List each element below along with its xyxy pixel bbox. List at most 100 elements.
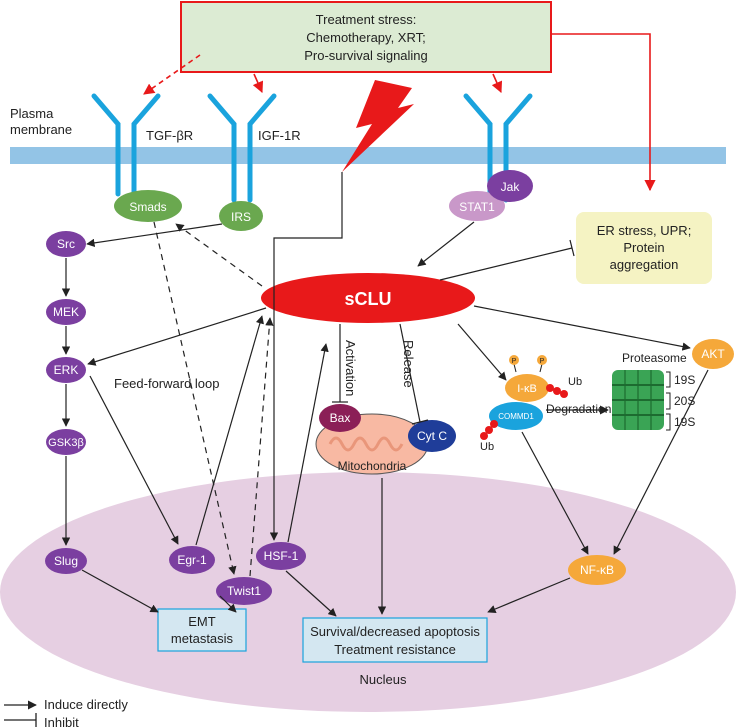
- svg-text:Cyt C: Cyt C: [417, 429, 447, 443]
- igf-1r-receptor: [207, 93, 277, 203]
- commd1-node: COMMD1: [489, 402, 543, 430]
- phospho-icon-2: P: [537, 355, 547, 373]
- nucleus-label: Nucleus: [360, 672, 407, 687]
- ub-label-1: Ub: [568, 376, 582, 388]
- emt-box: [157, 608, 247, 652]
- akt-node: AKT: [692, 339, 734, 369]
- svg-text:HSF-1: HSF-1: [264, 549, 299, 563]
- sclu-inhibits-er-stress: [439, 247, 573, 281]
- tgf-receptor-label: TGF-βR: [146, 128, 193, 143]
- svg-text:Src: Src: [57, 237, 75, 251]
- svg-text:AKT: AKT: [701, 347, 725, 361]
- degradation-label: Degradation: [546, 402, 611, 416]
- er-line3: aggregation: [610, 257, 679, 272]
- lightning-bolt-icon: [342, 80, 414, 172]
- akt-to-nfkb-arrow: [613, 369, 709, 555]
- proteasome-19s-top: 19S: [674, 373, 695, 387]
- inhibit-lines: [332, 239, 575, 425]
- erk-node: ERK: [46, 357, 86, 383]
- sclu-to-ikb-arrow: [457, 323, 507, 381]
- legend: Induce directly Inhibit: [4, 697, 128, 728]
- plasma-membrane: [10, 147, 726, 164]
- svg-text:P: P: [512, 358, 517, 365]
- proteasome-icon: [612, 370, 664, 430]
- stress-line1: Treatment stress:: [316, 12, 417, 27]
- smads-to-twist1-dashed-arrow: [153, 221, 237, 575]
- svg-text:Jak: Jak: [501, 180, 521, 194]
- legend-induce-label: Induce directly: [44, 697, 128, 712]
- survival-line1: Survival/decreased apoptosis: [310, 624, 480, 639]
- dashed-arrows: [153, 221, 274, 577]
- feed-forward-label: Feed-forward loop: [114, 376, 220, 391]
- sclu-node: sCLU: [261, 273, 475, 323]
- cytc-node: Cyt C: [408, 420, 456, 452]
- proteasome-19s-bottom: 19S: [674, 415, 695, 429]
- svg-text:GSK3β: GSK3β: [48, 437, 84, 449]
- tgf-beta-receptor: [91, 93, 161, 197]
- sclu-inhibits-cytc: [399, 323, 421, 423]
- emt-line2: metastasis: [171, 631, 234, 646]
- bax-node: Bax: [319, 404, 361, 432]
- stress-line2: Chemotherapy, XRT;: [306, 30, 425, 45]
- activation-label: Activation: [343, 340, 358, 396]
- twist1-to-emt-arrow: [219, 595, 237, 613]
- twist1-node: Twist1: [216, 577, 272, 605]
- ubiquitin-chain-icon-2: [480, 420, 498, 440]
- mek-node: MEK: [46, 299, 86, 325]
- ub-label-2: Ub: [480, 441, 494, 453]
- hsf1-node: HSF-1: [256, 542, 306, 570]
- svg-text:MEK: MEK: [53, 305, 79, 319]
- hsf1-to-sclu-arrow: [287, 343, 329, 543]
- slug-to-emt-arrow: [81, 569, 159, 613]
- svg-text:COMMD1: COMMD1: [498, 412, 534, 421]
- src-node: Src: [46, 231, 86, 257]
- svg-text:NF-κB: NF-κB: [580, 563, 614, 577]
- proteasome-label: Proteasome: [622, 351, 687, 365]
- stress-to-igf-arrow: [252, 73, 264, 94]
- commd1-to-nfkb-arrow: [521, 431, 589, 555]
- nfkb-to-survival-arrow: [487, 577, 571, 613]
- svg-text:Bax: Bax: [330, 411, 351, 425]
- svg-text:P: P: [540, 358, 545, 365]
- slug-node: Slug: [45, 548, 87, 574]
- proteasome-brackets: [666, 371, 671, 431]
- stress-to-er-arrow: [551, 33, 656, 192]
- ubiquitin-chain-icon-1: [546, 384, 568, 398]
- irs-node: IRS: [219, 201, 263, 231]
- nucleus-ellipse: [0, 472, 736, 712]
- er-line1: ER stress, UPR;: [597, 223, 692, 238]
- sclu-to-smads-dashed-arrow: [175, 223, 263, 287]
- membrane-label-line2: membrane: [10, 122, 72, 137]
- ikb-node: I-κB: [505, 374, 549, 402]
- svg-text:Smads: Smads: [129, 200, 166, 214]
- igf-receptor-label: IGF-1R: [258, 128, 301, 143]
- smads-node: Smads: [114, 190, 182, 222]
- induce-arrows: [61, 172, 709, 617]
- egr1-to-sclu-arrow: [195, 315, 264, 546]
- svg-text:I-κB: I-κB: [517, 383, 537, 395]
- svg-text:Twist1: Twist1: [227, 584, 261, 598]
- membrane-label-line1: Plasma: [10, 106, 54, 121]
- irs-to-src-arrow: [86, 223, 223, 248]
- svg-text:sCLU: sCLU: [344, 289, 391, 309]
- emt-line1: EMT: [188, 614, 216, 629]
- svg-text:STAT1: STAT1: [459, 200, 495, 214]
- svg-text:Mitochondria: Mitochondria: [338, 459, 407, 473]
- sclu-to-erk-arrow: [87, 307, 267, 366]
- er-line2: Protein: [623, 240, 664, 255]
- hsf1-to-survival-arrow: [285, 570, 337, 617]
- er-stress-box: [576, 212, 712, 284]
- jak-node: Jak: [487, 170, 533, 202]
- erk-to-egr1-arrow: [89, 375, 179, 545]
- treatment-stress-box: [180, 1, 552, 73]
- stat1-node: STAT1: [449, 191, 505, 221]
- legend-inhibit-label: Inhibit: [44, 715, 79, 728]
- svg-text:Egr-1: Egr-1: [177, 553, 207, 567]
- nfkb-node: NF-κB: [568, 555, 626, 585]
- stress-to-tgf-arrow: [143, 54, 201, 95]
- sclu-to-akt-arrow: [473, 305, 691, 351]
- gsk3b-node: GSK3β: [46, 429, 86, 455]
- stress-line3: Pro-survival signaling: [304, 48, 428, 63]
- svg-text:Slug: Slug: [54, 554, 78, 568]
